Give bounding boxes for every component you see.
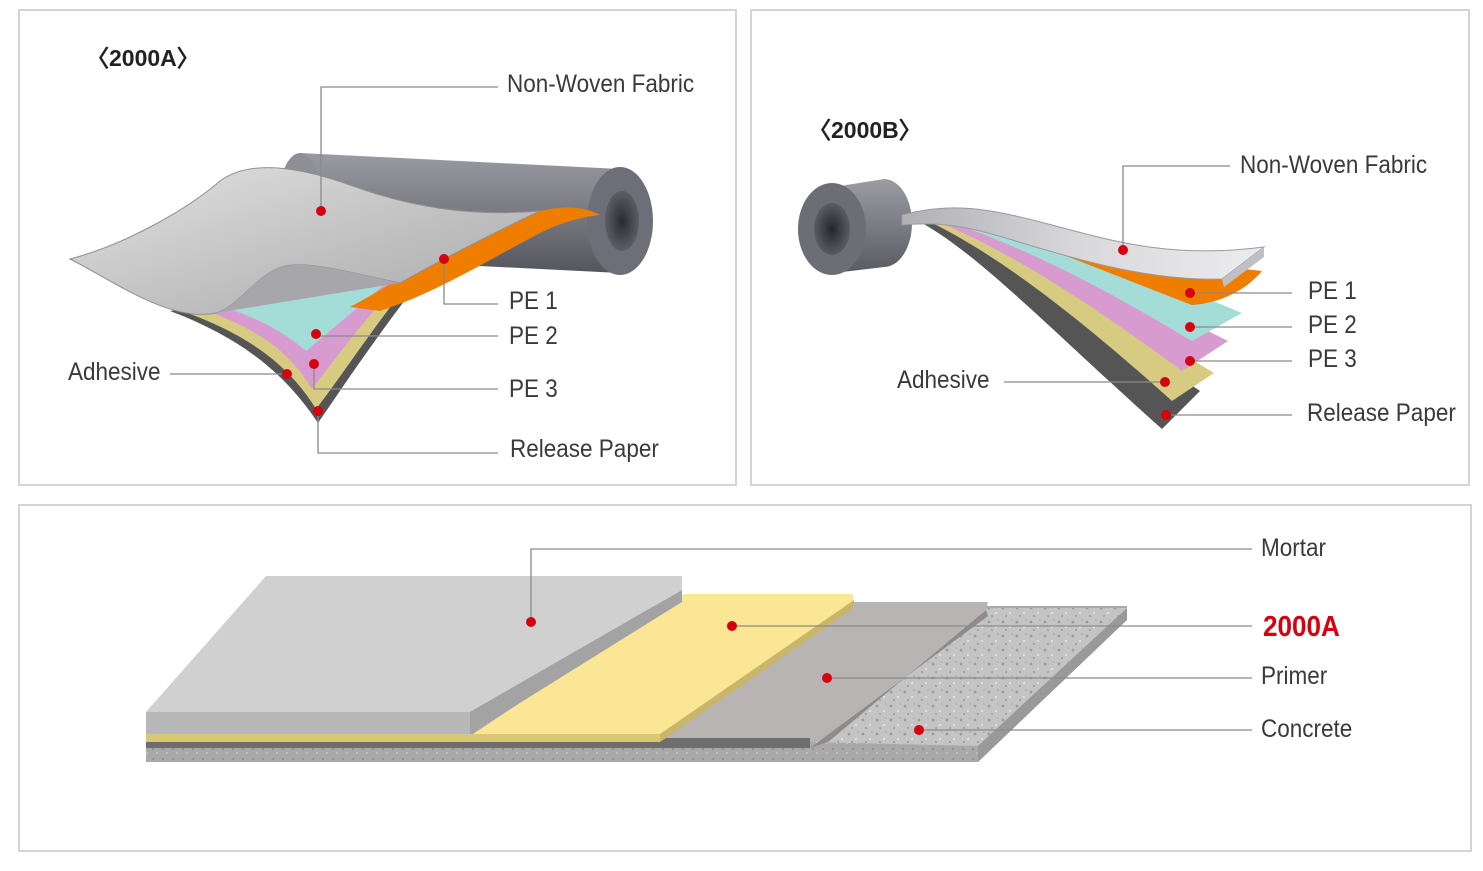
label-pe3: PE 3 [509, 375, 558, 403]
membrane-side [660, 600, 854, 742]
marker-adhesive [282, 369, 292, 379]
panel-title: 〈2000B〉 [808, 117, 922, 143]
layer-release-paper [922, 217, 1200, 429]
leader-pe1 [443, 259, 498, 305]
marker-adhesive [1160, 377, 1170, 387]
label-pe2: PE 2 [1308, 311, 1357, 339]
marker-pe3 [1185, 356, 1195, 366]
fabric-edge [1222, 247, 1264, 287]
layer-pe1 [350, 207, 600, 311]
leader-mortar [530, 548, 1252, 622]
marker-pe2 [1185, 322, 1195, 332]
diagram-2000b [798, 165, 1292, 429]
leader-fabric [320, 86, 498, 211]
marker-release [313, 406, 323, 416]
marker-pe1 [1185, 288, 1195, 298]
panel-2000a: 〈2000A〉 Non-Woven Fabric PE 1 PE 2 PE 3 … [18, 9, 737, 486]
label-membrane-2000a: 2000A [1263, 611, 1340, 643]
label-concrete: Concrete [1261, 715, 1353, 743]
fabric-fold [216, 264, 400, 313]
label-release: Release Paper [510, 435, 659, 463]
mortar-top [146, 576, 682, 712]
marker-pe2 [311, 329, 321, 339]
label-fabric: Non-Woven Fabric [507, 70, 695, 98]
label-release: Release Paper [1307, 399, 1456, 427]
layer-pe2 [928, 211, 1242, 341]
leader-pe3 [313, 364, 498, 390]
marker-release [1161, 410, 1171, 420]
leader-release [317, 411, 498, 454]
roll-hole [814, 203, 850, 255]
layer-pe3 [926, 213, 1228, 371]
panel-installation-section: Mortar 2000A Primer Concrete [18, 504, 1472, 852]
panel-2000b: 〈2000B〉 Non-Woven Fabric PE 1 PE 2 PE 3 … [750, 9, 1470, 486]
label-pe1: PE 1 [1308, 277, 1357, 305]
mortar-side [470, 590, 682, 734]
concrete-top [810, 608, 1127, 746]
marker-pe1 [439, 254, 449, 264]
label-pe1: PE 1 [509, 287, 558, 315]
label-pe3: PE 3 [1308, 345, 1357, 373]
primer-side [810, 610, 988, 748]
membrane-front [146, 734, 660, 742]
label-primer: Primer [1261, 662, 1328, 690]
membrane-top [470, 594, 854, 738]
label-fabric: Non-Woven Fabric [1240, 151, 1428, 179]
diagram-2000a [68, 86, 653, 454]
marker-membrane [727, 621, 737, 631]
diagram-installation-layers [146, 548, 1252, 762]
label-adhesive: Adhesive [68, 358, 161, 386]
primer-top [660, 602, 988, 742]
roll-hole [605, 191, 639, 251]
concrete-side [978, 608, 1127, 762]
marker-primer [822, 673, 832, 683]
layer-adhesive [924, 215, 1214, 401]
marker-fabric [316, 206, 326, 216]
label-mortar: Mortar [1261, 534, 1327, 562]
label-adhesive: Adhesive [897, 366, 990, 394]
marker-mortar [526, 617, 536, 627]
mortar-front [146, 712, 470, 734]
marker-concrete [914, 725, 924, 735]
marker-pe3 [309, 359, 319, 369]
leader-fabric [1122, 165, 1230, 250]
label-pe2: PE 2 [509, 322, 558, 350]
marker-fabric [1118, 245, 1128, 255]
panel-title: 〈2000A〉 [86, 45, 200, 71]
